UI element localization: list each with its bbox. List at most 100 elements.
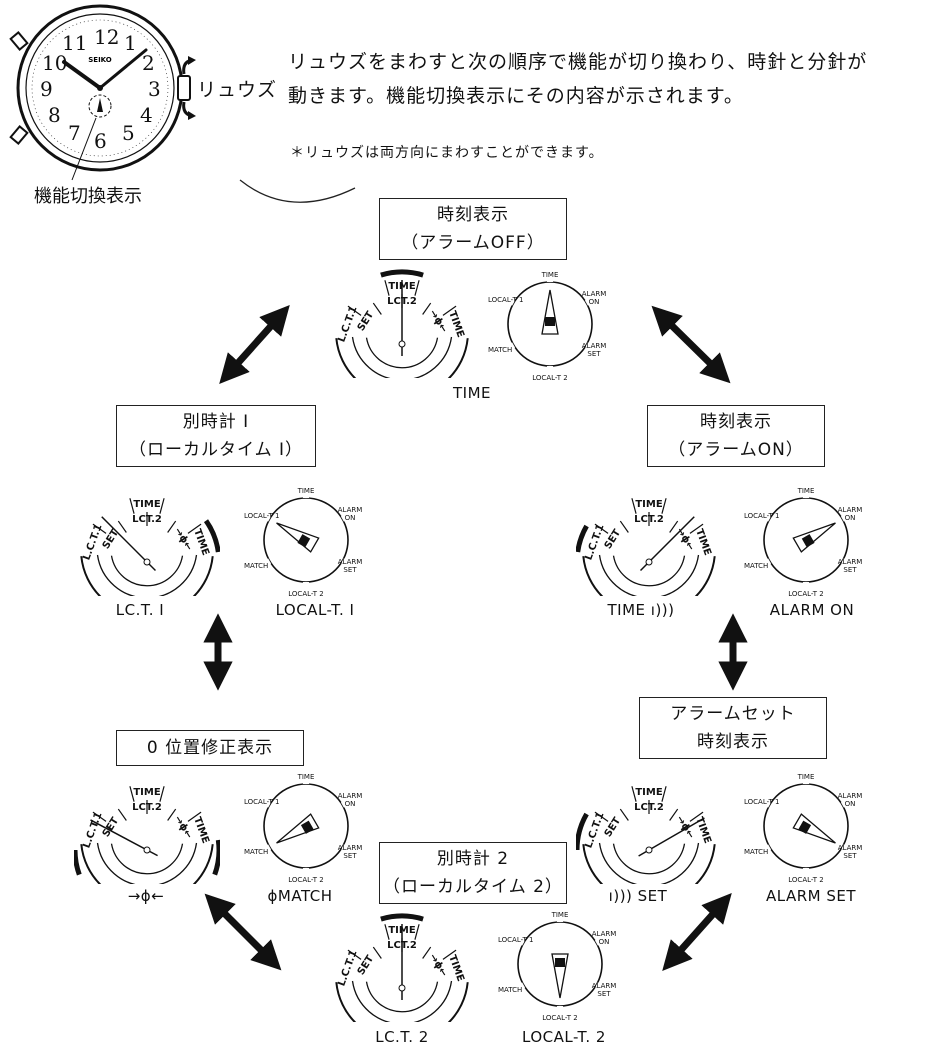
dial-gap: [340, 844, 351, 854]
arc-divider: [631, 786, 637, 802]
dial-label-alarm_set_2: SET: [587, 350, 601, 358]
dial-gap: [261, 798, 272, 808]
mode-pointer: [792, 522, 836, 553]
dial-gap: [505, 342, 516, 352]
dial-label-alarm_set_1: ALARM: [592, 982, 617, 990]
dial-label-match: MATCH: [488, 346, 512, 354]
dial-label-local_t2: LOCAL-T 2: [532, 374, 567, 382]
mode-box-alarm-set: アラームセット 時刻表示: [639, 697, 827, 759]
dial-label-match: MATCH: [744, 848, 768, 856]
dial-label-alarm_on_2: ON: [589, 298, 600, 306]
dial-label-match: MATCH: [498, 986, 522, 994]
arc-divider: [422, 946, 432, 959]
arc-divider: [414, 924, 420, 940]
pointer-window: [300, 820, 314, 834]
dial-label-alarm_on_1: ALARM: [592, 930, 617, 938]
mode-subtitle: （ローカルタイム 2）: [383, 877, 563, 897]
hand-pivot: [143, 558, 151, 566]
arc-divider: [669, 808, 679, 821]
dial-label-alarm_on_2: ON: [845, 514, 856, 522]
minute-hand: [98, 48, 148, 90]
arc-outer: [80, 556, 214, 596]
arc-middle: [351, 336, 453, 378]
dial-label-alarm_set_2: SET: [343, 566, 357, 574]
arc-active-segment: [212, 839, 220, 876]
dial-label-alarm_set_1: ALARM: [338, 558, 363, 566]
arc-divider: [414, 280, 420, 296]
arc-divider: [159, 498, 165, 514]
pointer-window: [297, 534, 311, 548]
hand-pivot: [398, 984, 406, 992]
caption-lct1: LC.T. I: [115, 601, 165, 619]
arc-divider: [661, 786, 667, 802]
arc-label-time: TIME: [133, 787, 160, 798]
arc-divider: [159, 786, 165, 802]
caption-local-t2: LOCAL-T. 2: [522, 1028, 606, 1046]
arc-divider: [619, 808, 629, 821]
intro-text-line-2: 動きます。機能切換表示にその内容が示されます。: [288, 85, 744, 107]
mode-box-local-time-1: 別時計 I （ローカルタイム I）: [116, 405, 316, 467]
arc-active-segment: [576, 524, 589, 553]
dial-gap: [594, 982, 605, 992]
dial-label-local_t1: LOCAL-T 1: [744, 512, 779, 520]
arc-outer: [582, 844, 716, 884]
dial-label-local_t2: LOCAL-T 2: [288, 876, 323, 884]
arc-divider: [619, 520, 629, 533]
hand-pivot: [645, 558, 653, 566]
dial-gap: [261, 844, 272, 854]
arc-inner: [612, 555, 686, 587]
dial-label-alarm_set_1: ALARM: [838, 558, 863, 566]
pointer-window: [801, 534, 815, 548]
arc-divider: [594, 811, 609, 822]
arc-inner: [365, 981, 439, 1013]
arc-outer: [582, 556, 716, 596]
arc-divider: [594, 523, 609, 534]
hour-hand: [62, 60, 102, 90]
mode-subtitle: （ローカルタイム I）: [128, 440, 304, 460]
arc-divider: [92, 811, 107, 822]
caption-zero-arrow: →ϕ←: [127, 887, 165, 905]
dial-label-time: TIME: [551, 911, 569, 919]
caption-lct2: LC.T. 2: [375, 1028, 429, 1046]
dial-label-local_t2: LOCAL-T 2: [788, 590, 823, 598]
dial-gap: [840, 512, 851, 522]
arc-divider: [661, 498, 667, 514]
arc-label-time: TIME: [133, 499, 160, 510]
dial-label-local_t1: LOCAL-T 1: [744, 798, 779, 806]
dial-gap: [840, 798, 851, 808]
dial-label-local_t1: LOCAL-T 1: [244, 512, 279, 520]
dial-numeral: 2: [142, 51, 155, 75]
watch-illustration: 12 1 2 3 4 5 6 7 8 9 10 11 SEIKO: [9, 4, 196, 181]
arc-divider: [372, 946, 382, 959]
dial-label-alarm_set_1: ALARM: [838, 844, 863, 852]
dial-numeral: 8: [48, 103, 61, 127]
dial-gap: [761, 844, 772, 854]
dial-gap: [505, 296, 516, 306]
dial-gap: [761, 512, 772, 522]
dial-numeral: 1: [124, 31, 137, 55]
dial-label-match: MATCH: [744, 562, 768, 570]
dial-label-alarm_on_1: ALARM: [838, 792, 863, 800]
dial-label-local_t1: LOCAL-T 1: [244, 798, 279, 806]
dial-numeral: 11: [62, 31, 87, 55]
arc-inner: [612, 843, 686, 875]
dial-label-local_t2: LOCAL-T 2: [288, 590, 323, 598]
dial-label-alarm_set_1: ALARM: [582, 342, 607, 350]
arc-divider: [689, 811, 704, 822]
pointer-window: [545, 317, 555, 326]
pointer-window: [798, 820, 812, 834]
arc-outer: [80, 844, 214, 884]
dial-gap: [594, 936, 605, 946]
caption-match: ϕMATCH: [267, 887, 333, 905]
dial-gap: [515, 982, 526, 992]
caption-time: TIME: [452, 384, 492, 402]
dial-gap: [261, 512, 272, 522]
arc-label-lct2: LCT.2: [132, 802, 162, 813]
arc-divider: [422, 302, 432, 315]
arc-divider: [384, 280, 390, 296]
decorative-curve: [239, 179, 356, 203]
mode-title: アラームセット: [670, 704, 796, 724]
